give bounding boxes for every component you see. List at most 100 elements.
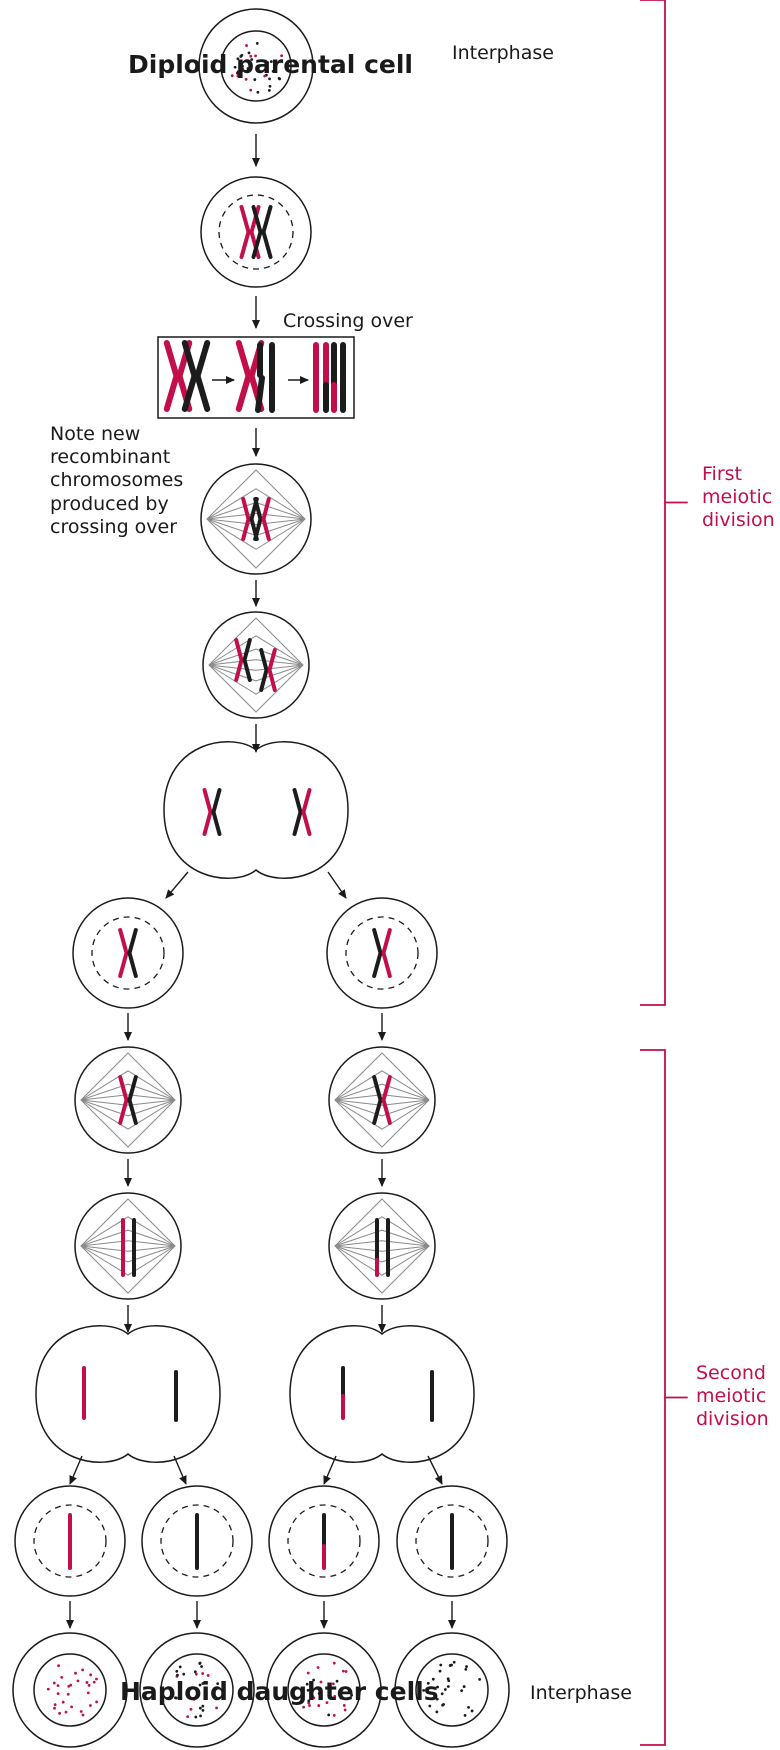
chromatin-dot xyxy=(269,60,273,63)
diploid-parental-cell-label: Diploid parental cell xyxy=(128,50,413,79)
cell-membrane xyxy=(198,8,314,124)
chromatin-dot xyxy=(263,74,267,78)
cell-membrane xyxy=(14,1485,126,1597)
chromatin-dot xyxy=(268,77,271,81)
chromatid-left xyxy=(372,1075,383,1125)
chromatin-dot xyxy=(189,1707,193,1711)
nucleus-envelope xyxy=(91,916,165,990)
spindle-fiber xyxy=(255,635,304,666)
spindle-fiber xyxy=(206,488,257,520)
nucleus-envelope xyxy=(415,1504,489,1578)
cell-membrane xyxy=(266,1632,382,1748)
chromatin-dot xyxy=(211,1692,215,1696)
spindle-fiber xyxy=(80,1240,129,1247)
cells xyxy=(12,8,510,1748)
chromatin-dot xyxy=(182,1672,186,1676)
spindle-fiber xyxy=(80,1083,129,1101)
chromatin-dot xyxy=(462,1685,466,1688)
chromatin-dot xyxy=(198,1683,202,1687)
chromatin-dot xyxy=(317,1704,321,1707)
spindle-fiber xyxy=(334,1245,383,1252)
chromatin-dot xyxy=(256,90,260,94)
chromatin-dot xyxy=(428,1704,432,1708)
chromatin-dot xyxy=(327,1713,331,1717)
chromatin-dot xyxy=(271,69,275,73)
chromatin-dot xyxy=(340,1688,344,1692)
chromatid-left xyxy=(292,788,303,836)
spindle-fiber xyxy=(255,518,306,550)
cell-membrane xyxy=(200,463,312,575)
inset-frame xyxy=(157,336,355,419)
chromatin-dot xyxy=(467,1705,470,1709)
recombinant-note-label: Note new recombinant chromosomes produce… xyxy=(50,423,184,538)
spindle-outline xyxy=(80,1198,176,1294)
prophase-two-cell-left xyxy=(72,897,184,1009)
chromatin-dot xyxy=(61,1700,65,1704)
spindle-fiber xyxy=(80,1094,129,1101)
nucleus-envelope xyxy=(287,1504,361,1578)
spindle xyxy=(334,1052,430,1148)
chromatin-dot xyxy=(302,1705,305,1709)
chromatin-dot xyxy=(250,58,254,61)
daughter-chromosome-left xyxy=(202,788,222,836)
chromatid-left xyxy=(235,340,252,412)
bracket-line xyxy=(640,1049,666,1746)
cell-membrane xyxy=(139,1632,255,1748)
cell-membrane xyxy=(202,611,310,719)
cell-membrane xyxy=(72,897,184,1009)
spindle-fiber xyxy=(208,659,257,666)
spindle-fiber xyxy=(334,1240,383,1247)
chromatin-dot xyxy=(311,1694,315,1698)
spindle-fiber xyxy=(334,1099,383,1106)
chromatin-dot xyxy=(440,1692,444,1696)
chromatid-left xyxy=(234,638,244,682)
chromatin-dot xyxy=(95,1700,99,1704)
nucleus-envelope xyxy=(345,916,419,990)
spindle-fiber xyxy=(80,1099,129,1117)
chromatin-dot xyxy=(175,1696,178,1700)
spindle-fiber xyxy=(255,488,306,520)
chromatin-dot xyxy=(69,1683,73,1687)
chromatin-dot xyxy=(236,74,240,78)
chromatid-left xyxy=(239,205,251,259)
chromatin xyxy=(174,1661,220,1719)
chromatin-dot xyxy=(56,1692,60,1696)
spindle-fiber xyxy=(80,1216,129,1247)
chromatin-dot xyxy=(92,1680,96,1684)
nucleus xyxy=(415,1653,489,1727)
spindle-fiber xyxy=(334,1229,383,1247)
chromatin-dot xyxy=(319,1680,323,1684)
chromatin-dot xyxy=(193,1670,197,1674)
chromatin-dot xyxy=(249,54,253,58)
pair-1-paternal xyxy=(181,340,211,412)
chromatid-left xyxy=(202,788,213,836)
telophase-one-cell xyxy=(163,741,349,879)
chromatin-dot xyxy=(201,1672,205,1675)
metaphase-one-cell xyxy=(200,463,312,575)
chromatin-dot xyxy=(240,53,244,57)
telophase-two-cell-right xyxy=(289,1325,475,1463)
crossing-over-label: Crossing over xyxy=(283,310,413,332)
chromatin-dot xyxy=(253,78,257,81)
bracket-line xyxy=(640,0,666,1006)
spindle-outline xyxy=(208,617,304,713)
chromatin-dot xyxy=(178,1665,182,1669)
aligned-chromosome xyxy=(372,1075,392,1125)
chromatin-dot xyxy=(233,65,237,69)
spindle-fiber xyxy=(127,1099,176,1106)
spindle-fiber xyxy=(127,1094,176,1101)
chromatin-dot xyxy=(192,1697,196,1701)
chromatin-dot xyxy=(86,1691,90,1695)
arrow-10d xyxy=(427,1455,443,1485)
chromatin-dot xyxy=(200,1665,203,1668)
chromatid-right xyxy=(211,788,222,836)
chromatin-dot xyxy=(426,1681,430,1685)
chromatin-dot xyxy=(341,1669,345,1673)
dividing-membrane xyxy=(35,1325,221,1463)
chromatin-dot xyxy=(266,61,270,65)
spindle-outline xyxy=(334,1198,430,1294)
spindle-fiber xyxy=(255,664,304,695)
spindle-fiber xyxy=(206,502,257,520)
spindle xyxy=(208,617,304,713)
chromatin-dot xyxy=(333,1695,337,1698)
